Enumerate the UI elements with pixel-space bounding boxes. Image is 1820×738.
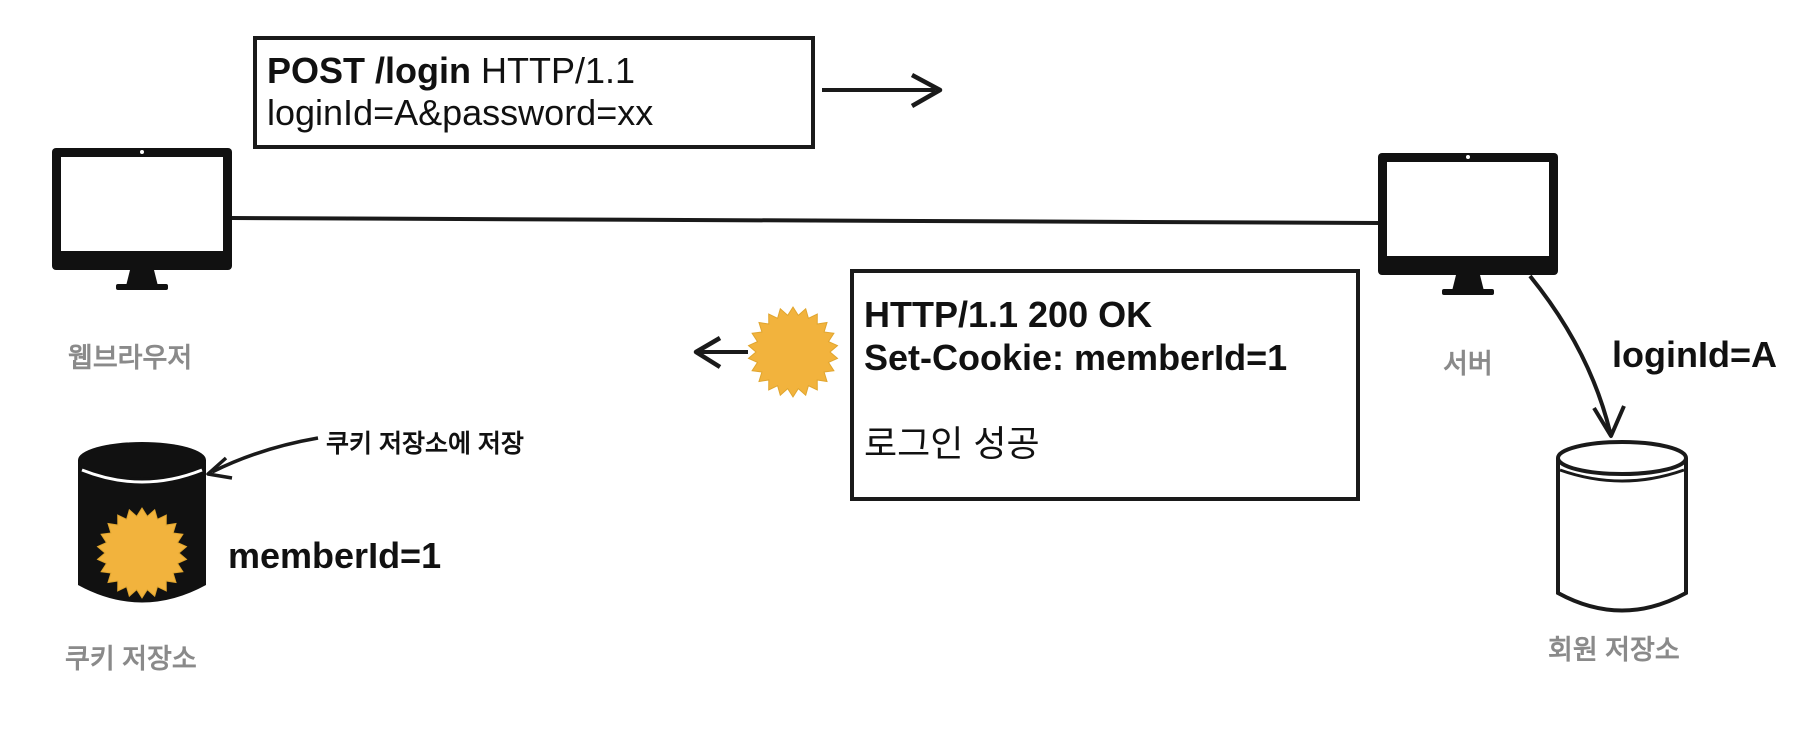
request-version: HTTP/1.1	[471, 50, 636, 91]
cookie-save-note: 쿠키 저장소에 저장	[326, 430, 524, 458]
member-id-label: memberId=1	[228, 535, 442, 576]
browser-monitor-icon	[52, 148, 232, 290]
response-status-line: HTTP/1.1 200 OK	[864, 294, 1153, 335]
member-store-caption: 회원 저장소	[1548, 635, 1680, 665]
cookie-store-caption: 쿠키 저장소	[65, 644, 197, 674]
request-message-box: POST /login HTTP/1.1 loginId=A&password=…	[253, 36, 815, 149]
response-arrow-icon	[693, 336, 748, 369]
response-message-box: HTTP/1.1 200 OK Set-Cookie: memberId=1 로…	[850, 269, 1360, 501]
request-arrow-icon	[822, 73, 943, 108]
save-cookie-arrow-icon	[206, 436, 319, 480]
request-body: loginId=A&password=xx	[267, 92, 654, 133]
login-id-label: loginId=A	[1612, 334, 1777, 375]
server-caption: 서버	[1443, 349, 1493, 379]
server-monitor-icon	[1378, 153, 1558, 295]
browser-caption: 웹브라우저	[68, 343, 193, 373]
response-login-success: 로그인 성공	[864, 423, 1040, 464]
response-spacer	[864, 379, 1356, 422]
response-set-cookie: Set-Cookie: memberId=1	[864, 337, 1288, 378]
request-method-path: POST /login	[267, 50, 471, 91]
member-store-cylinder-icon	[1556, 440, 1688, 613]
request-line: POST /login HTTP/1.1	[267, 50, 811, 92]
cookie-starburst-icon	[747, 306, 839, 398]
cookie-store-cylinder-icon	[78, 442, 206, 603]
login-lookup-arrow-icon	[1528, 274, 1626, 438]
connection-line	[231, 216, 1379, 225]
